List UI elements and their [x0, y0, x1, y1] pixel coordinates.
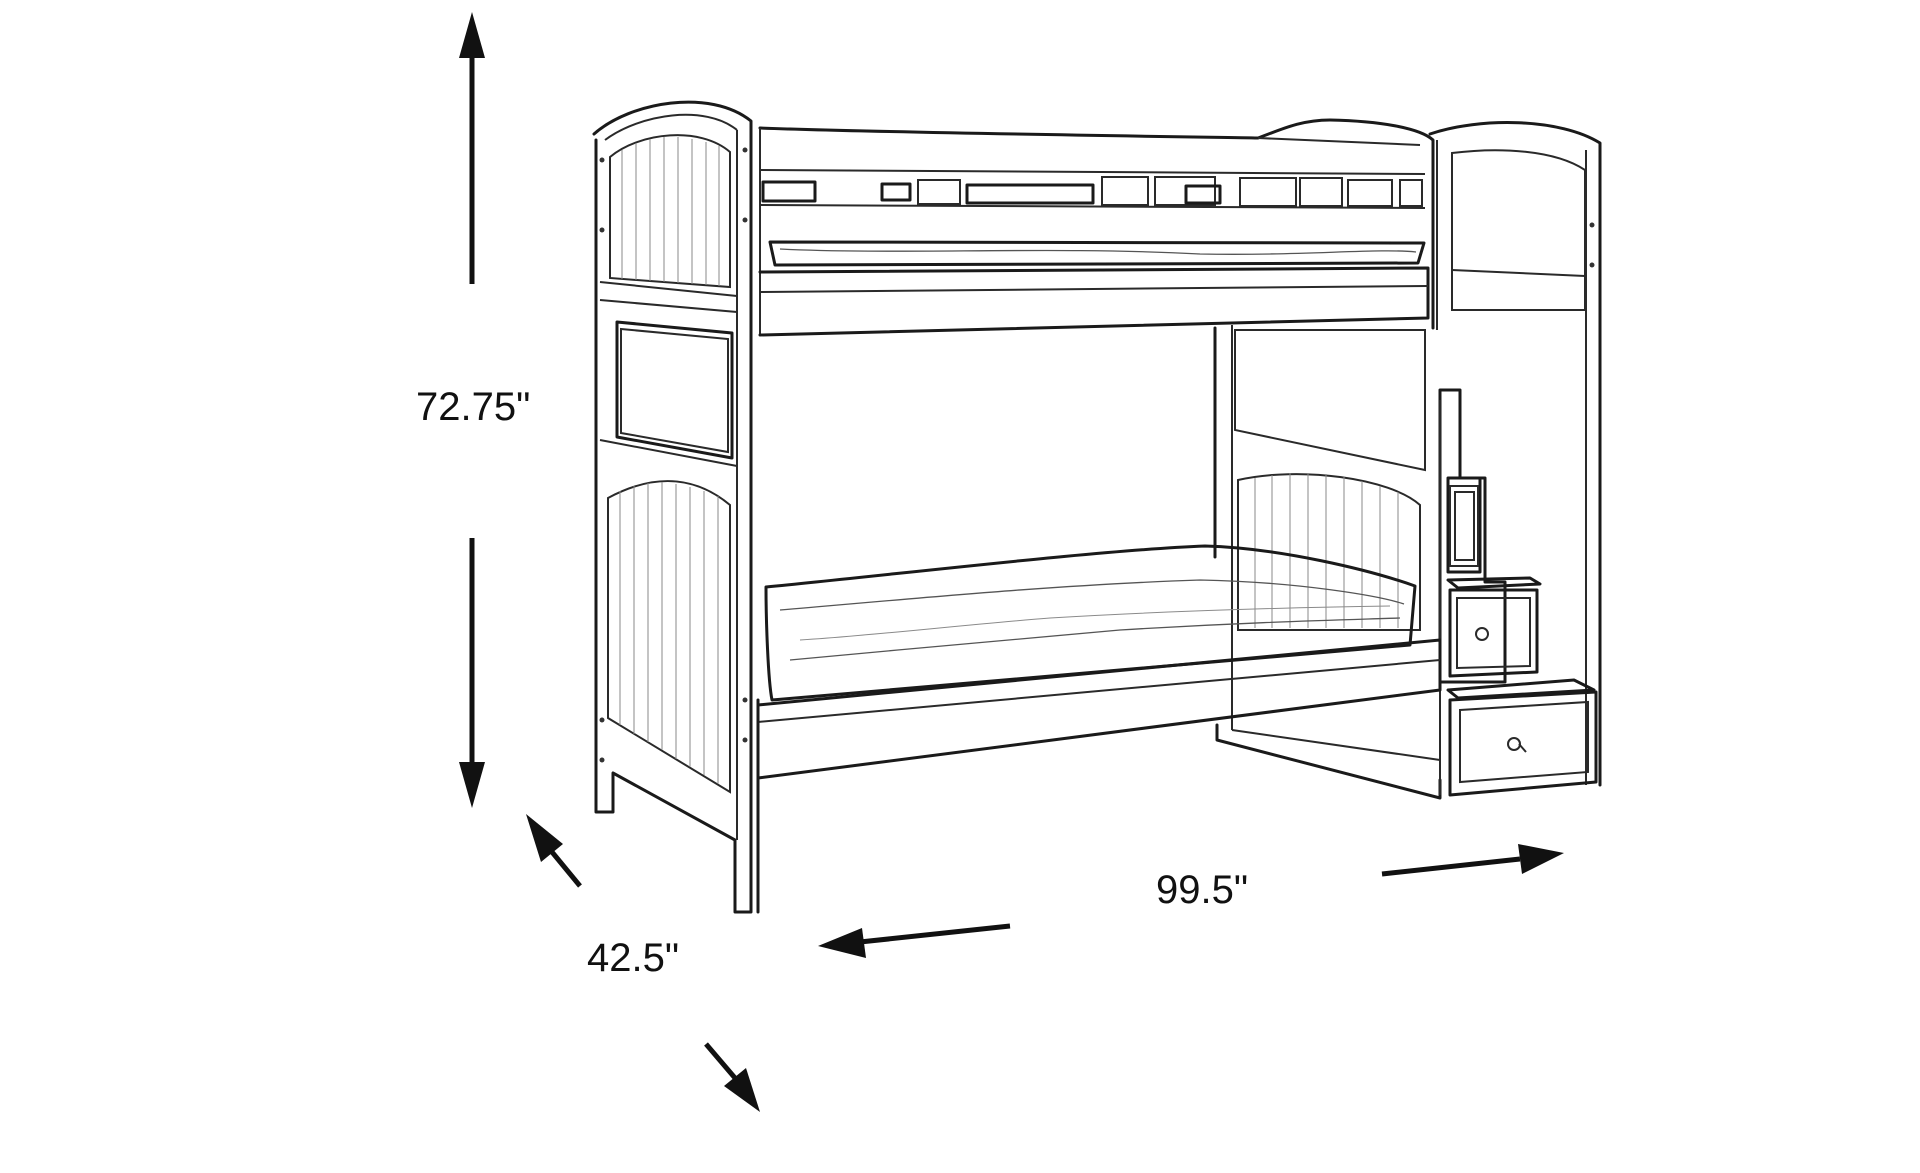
depth-dimension-label: 42.5": [587, 936, 680, 980]
top-bunk: [758, 118, 1435, 337]
back-panel: [1213, 325, 1233, 730]
depth-arrow: [526, 814, 760, 1112]
length-arrow: [818, 844, 1564, 958]
lower-bunk: [756, 544, 1442, 914]
height-arrow: [459, 12, 485, 808]
length-dimension-label: 99.5": [1156, 868, 1249, 912]
height-dimension-label: 72.75": [416, 385, 531, 429]
right-end-frame: [1215, 121, 1602, 800]
left-end-frame: [592, 100, 753, 914]
